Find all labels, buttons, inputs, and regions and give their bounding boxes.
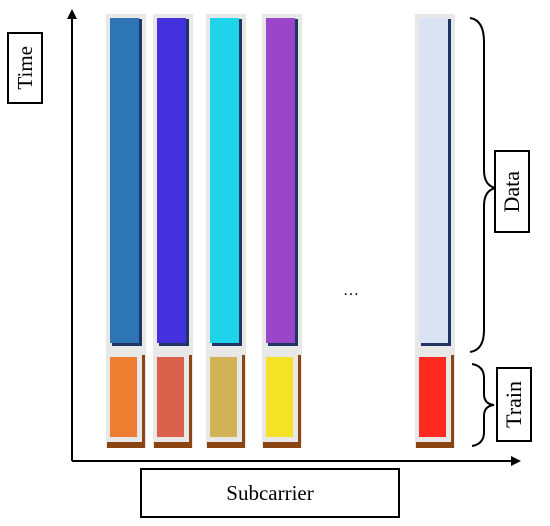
time-axis-label-box: Time: [7, 32, 43, 104]
subcarrier-column: [415, 14, 455, 448]
data-region-label: Data: [499, 170, 524, 213]
train-block: [210, 357, 237, 437]
subcarrier-axis-label: Subcarrier: [226, 480, 314, 505]
subcarrier-axis-label-box: Subcarrier: [140, 468, 400, 518]
subcarrier-column: [153, 14, 193, 448]
subcarrier-column: [206, 14, 246, 448]
data-block: [157, 18, 186, 343]
train-region-label: Train: [501, 381, 526, 428]
subcarrier-column: [106, 14, 146, 448]
data-block: [210, 18, 239, 343]
train-block: [419, 357, 446, 437]
data-block: [419, 18, 448, 343]
train-region-label-box: Train: [496, 367, 532, 442]
data-region-label-box: Data: [494, 150, 530, 233]
ellipsis-more-subcarriers: …: [343, 282, 359, 299]
subcarrier-column: [262, 14, 302, 448]
train-brace: [471, 363, 495, 447]
train-block: [157, 357, 184, 437]
train-block: [266, 357, 293, 437]
columns-layer: [106, 14, 455, 448]
data-block: [266, 18, 295, 343]
train-block: [110, 357, 137, 437]
data-brace: [469, 17, 497, 353]
data-block: [110, 18, 139, 343]
time-axis-label: Time: [12, 46, 37, 90]
